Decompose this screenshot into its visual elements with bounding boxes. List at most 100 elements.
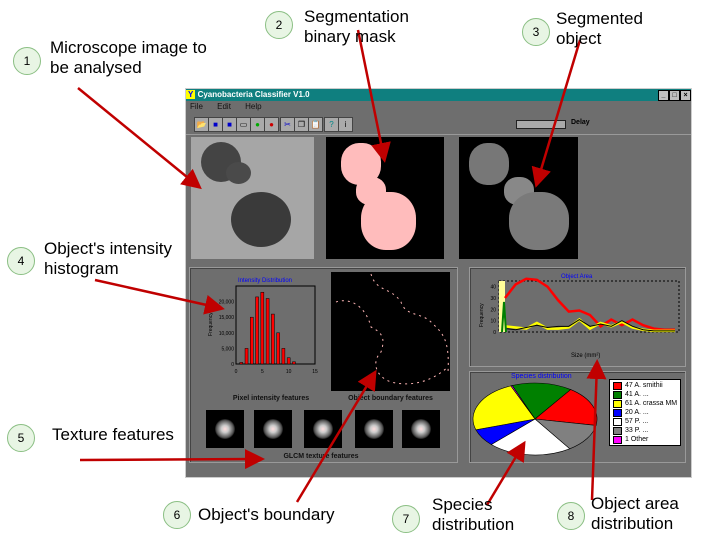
y-tick-label: 30 (490, 296, 496, 302)
legend-item: 1 Other (610, 435, 680, 444)
microscope-image (191, 137, 314, 259)
paste-icon[interactable]: 📋 (308, 117, 323, 132)
glcm-thumbnail (254, 410, 292, 448)
glcm-thumbnail (402, 410, 440, 448)
legend-label: 61 A. crassa MM (625, 400, 678, 407)
x-tick-label: 15 (312, 369, 318, 375)
callout-label: Object's boundary (198, 505, 335, 524)
window-title: Cyanobacteria Classifier V1.0 (197, 90, 310, 99)
legend-swatch (613, 426, 622, 435)
y-tick-label: 20,000 (219, 300, 235, 306)
legend-item: 57 P. ... (610, 417, 680, 426)
segmented-object-image (459, 137, 578, 259)
pie-slice (511, 382, 572, 420)
features-panel (189, 267, 458, 463)
species-legend: 47 A. smithii 41 A. ... 61 A. crassa MM 20 … (609, 379, 681, 446)
info-icon[interactable]: i (338, 117, 353, 132)
histogram-bar (281, 348, 286, 365)
maximize-button[interactable]: □ (669, 90, 680, 101)
area-series-red (504, 277, 675, 331)
callout-label: Microscope image to be analysed (50, 38, 207, 77)
species-title: Species distribution (511, 373, 572, 380)
legend-swatch (613, 390, 622, 399)
legend-swatch (613, 381, 622, 390)
callout-number: 5 (7, 424, 35, 452)
y-tick-label: 20 (490, 307, 496, 313)
y-tick-label: 0 (493, 330, 496, 336)
pie-slice (534, 389, 598, 426)
menu-help[interactable]: Help (245, 102, 262, 111)
callout-number: 1 (13, 47, 41, 75)
legend-swatch (613, 408, 622, 417)
legend-item: 20 A. ... (610, 408, 680, 417)
stop-icon[interactable]: ● (264, 117, 279, 132)
callout-number: 8 (557, 502, 585, 530)
histogram-bar (286, 357, 291, 365)
y-tick-label: 15,000 (219, 315, 235, 321)
histogram-bar (260, 291, 265, 365)
glcm-thumbnail (206, 410, 244, 448)
callout-label: Segmented object (556, 9, 643, 48)
glcm-caption: GLCM texture features (283, 453, 359, 460)
x-tick-label: 5 (261, 369, 264, 375)
x-axis-label: Size (mm²) (571, 353, 600, 359)
x-tick-label: 10 (286, 369, 292, 375)
intensity-histogram: Intensity Distribution 0 5,000 10,000 15,000… (208, 278, 318, 375)
histogram-bar (271, 313, 275, 365)
legend-label: 47 A. smithii (625, 382, 663, 389)
species-pie (472, 382, 598, 456)
histogram-bar (239, 362, 244, 365)
species-panel (469, 371, 686, 463)
menu-file[interactable]: File (190, 102, 203, 111)
boundary-image (331, 272, 450, 391)
y-tick-label: 5,000 (221, 346, 234, 352)
boundary-caption: Object boundary features (348, 395, 433, 402)
legend-item: 47 A. smithii (610, 381, 680, 390)
histogram-bar (265, 298, 270, 365)
y-tick-label: 0 (231, 362, 234, 368)
histogram-bar (292, 361, 296, 365)
menu-bar: File Edit Help (190, 102, 262, 111)
delay-slider[interactable] (516, 120, 566, 129)
legend-label: 41 A. ... (625, 391, 649, 398)
histogram-bar (244, 348, 249, 365)
histogram-bar (250, 316, 254, 365)
area-panel (469, 267, 686, 367)
callout-number: 4 (7, 247, 35, 275)
legend-item: 61 A. crassa MM (610, 399, 680, 408)
legend-item: 33 P. ... (610, 426, 680, 435)
y-tick-label: 10 (490, 319, 496, 325)
intensity-caption: Pixel intensity features (232, 395, 310, 402)
callout-number: 7 (392, 505, 420, 533)
callout-number: 3 (522, 18, 550, 46)
callout-label: Species distribution (432, 495, 515, 534)
y-axis-label: Frequency (208, 312, 214, 336)
callout-label: Object's intensity histogram (44, 239, 172, 278)
callout-number: 6 (163, 501, 191, 529)
histogram-bar (255, 296, 259, 365)
callout-label: Texture features (52, 425, 174, 444)
menu-edit[interactable]: Edit (217, 102, 231, 111)
legend-label: 20 A. ... (625, 409, 649, 416)
y-axis-label: Frequency (479, 303, 485, 327)
callout-number: 2 (265, 11, 293, 39)
x-tick-label: 0 (235, 369, 238, 375)
glcm-thumbnail (304, 410, 342, 448)
y-tick-label: 10,000 (219, 331, 235, 337)
legend-item: 41 A. ... (610, 390, 680, 399)
histogram-title: Intensity Distribution (238, 278, 292, 284)
callout-label: Segmentation binary mask (304, 7, 409, 46)
histogram-bar (276, 332, 280, 365)
histogram-frame (235, 285, 316, 365)
legend-label: 33 P. ... (625, 427, 649, 434)
legend-swatch (613, 417, 622, 426)
area-series-green (501, 301, 507, 333)
area-title: Object Area (561, 274, 593, 280)
area-highlight (499, 281, 505, 332)
legend-swatch (613, 399, 622, 408)
pie-slice (510, 385, 536, 420)
close-button[interactable]: × (680, 90, 691, 101)
toolbar-divider (186, 134, 691, 135)
minimize-button[interactable]: _ (658, 90, 669, 101)
